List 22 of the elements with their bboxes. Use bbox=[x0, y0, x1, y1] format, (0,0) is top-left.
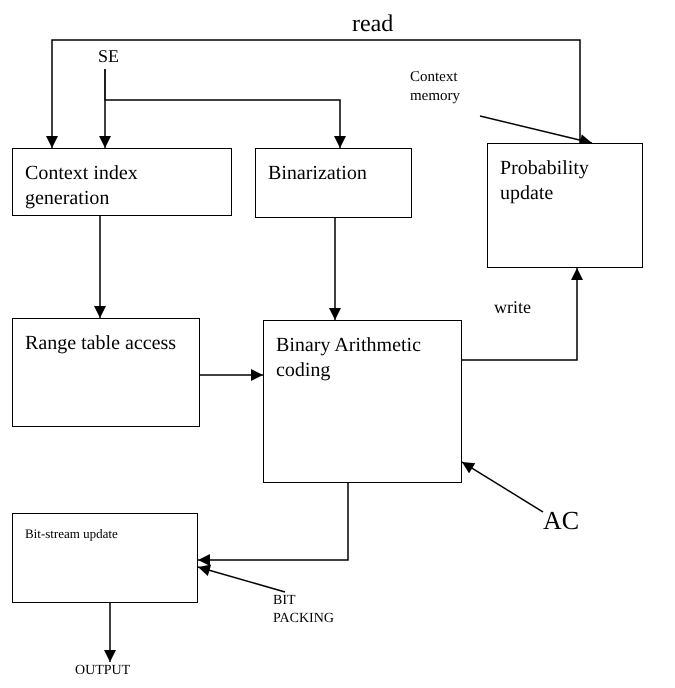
text-label: OUTPUT bbox=[75, 662, 165, 684]
arrow bbox=[200, 369, 263, 381]
text-label: AC bbox=[543, 505, 593, 538]
text-label: Context memory bbox=[410, 68, 490, 116]
process-box: Bit-stream update bbox=[12, 513, 198, 603]
arrow bbox=[94, 216, 106, 318]
arrow bbox=[46, 39, 581, 148]
process-box: Range table access bbox=[12, 318, 200, 427]
arrow bbox=[104, 69, 346, 148]
arrow bbox=[104, 603, 116, 662]
process-box: Probability update bbox=[487, 143, 643, 268]
text-label: BIT PACKING bbox=[273, 592, 353, 632]
process-box: Binarization bbox=[255, 148, 412, 218]
process-box: Context index generation bbox=[12, 148, 232, 216]
edge-label: write bbox=[494, 298, 531, 316]
arrow bbox=[198, 564, 286, 593]
process-box: Binary Arithmetic coding bbox=[263, 320, 462, 483]
arrow bbox=[462, 268, 583, 361]
arrow bbox=[198, 483, 349, 566]
text-label: SE bbox=[98, 45, 138, 69]
arrow bbox=[329, 218, 341, 320]
arrow bbox=[462, 461, 544, 513]
